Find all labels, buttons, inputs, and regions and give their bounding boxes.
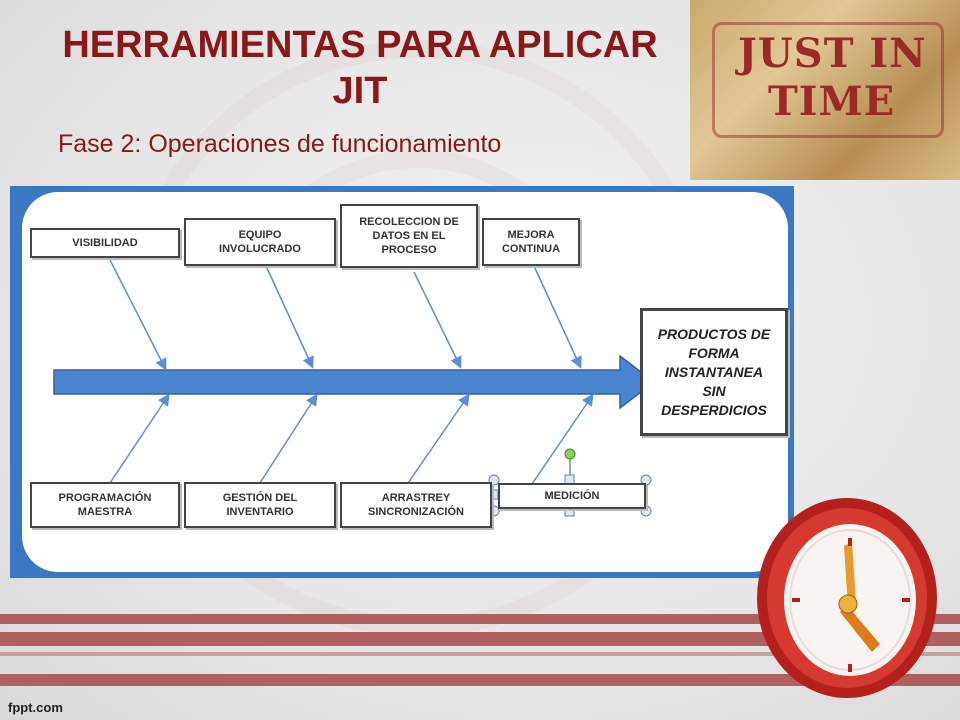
slide-title: HERRAMIENTAS PARA APLICAR JIT [62, 24, 658, 112]
clock-icon [757, 498, 937, 698]
effect-box: PRODUCTOS DE FORMA INSTANTANEA SIN DESPE… [640, 308, 788, 436]
cause-box-programacion-maestra: PROGRAMACIÓN MAESTRA [30, 482, 180, 528]
fishbone-diagram-panel: VISIBILIDAD EQUIPO INVOLUCRADO RECOLECCI… [10, 186, 794, 578]
stamp-line-2: TIME [768, 78, 896, 125]
footer-logo: fppt.com [8, 700, 63, 715]
just-in-time-image: JUST IN TIME [690, 0, 960, 180]
decorative-stripes [0, 614, 960, 686]
cause-box-mejora-continua: MEJORA CONTINUA [482, 218, 580, 266]
top-bone-1 [109, 259, 167, 371]
top-bone-3 [413, 271, 462, 369]
spine-arrow [53, 354, 656, 410]
cause-box-arrastrey-sincronizacion: ARRASTREY SINCRONIZACIÓN [340, 482, 492, 528]
cause-box-medicion[interactable]: MEDICIÓN [498, 483, 646, 509]
cause-box-recoleccion-datos: RECOLECCION DE DATOS EN EL PROCESO [340, 204, 478, 268]
selection-handles[interactable] [488, 448, 652, 517]
slide-subtitle: Fase 2: Operaciones de funcionamiento [58, 130, 502, 158]
stamp-line-1: JUST IN [738, 30, 927, 77]
cause-box-gestion-inventario: GESTIÓN DEL INVENTARIO [184, 482, 336, 528]
top-bone-4 [533, 265, 582, 369]
bottom-bone-2 [257, 393, 318, 487]
bottom-bone-4 [531, 393, 594, 485]
fishbone-diagram: VISIBILIDAD EQUIPO INVOLUCRADO RECOLECCI… [22, 192, 788, 572]
top-bone-2 [265, 265, 314, 369]
cause-box-visibilidad: VISIBILIDAD [30, 228, 180, 258]
fishbone-lines [53, 259, 656, 517]
bottom-bone-3 [405, 393, 470, 487]
stamp-frame [712, 22, 944, 138]
cause-box-equipo-involucrado: EQUIPO INVOLUCRADO [184, 218, 336, 266]
bottom-bone-1 [107, 393, 170, 487]
